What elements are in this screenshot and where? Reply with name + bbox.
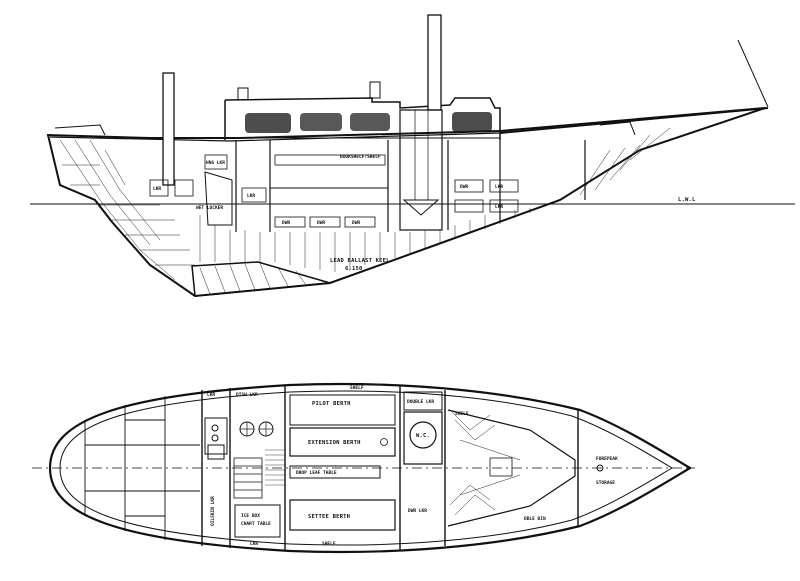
companionway — [204, 171, 233, 226]
bow-structure-hatching — [579, 127, 671, 196]
lkr-bottom-label: LKR — [250, 541, 258, 547]
extension-berth — [289, 427, 396, 457]
cabin-bulkheads — [235, 140, 586, 232]
coachroof — [224, 97, 501, 140]
forepeak-label: FOREPEAK — [596, 456, 618, 462]
hanging-locker-label: HNG LKR — [206, 160, 225, 166]
keel-weight: 6,150 — [345, 266, 363, 272]
stern-pulpit — [54, 124, 106, 136]
dorade-vent-2 — [369, 81, 381, 99]
main-mast-below — [399, 109, 443, 231]
sheer-line — [49, 107, 766, 142]
ice-box-label: ICE BOX — [241, 513, 260, 519]
main-mast — [427, 14, 442, 111]
companionway-steps — [233, 457, 263, 499]
berth-marker — [380, 438, 388, 446]
keel-hatching — [199, 262, 307, 295]
lead-ballast-keel — [191, 261, 331, 297]
v-berth — [447, 409, 576, 527]
bookshelf-label: BOOKSHELF/SHELF — [340, 154, 381, 160]
lkr-top-left-label: LKR — [207, 392, 215, 398]
locker-label-2: LKR — [495, 204, 503, 210]
stern-structure-hatching — [59, 139, 195, 281]
extension-berth-label: EXTENSION BERTH — [308, 440, 361, 446]
keel-label: LEAD BALLAST KEEL — [330, 258, 390, 264]
mizzen-mast — [162, 72, 175, 186]
forward-drawers: DWR LKR LKR — [454, 179, 519, 213]
galley — [204, 417, 274, 460]
bow-pulpit — [599, 121, 636, 136]
settee-berth — [289, 499, 396, 531]
berth-shelf — [274, 154, 386, 166]
hull-outline — [46, 107, 766, 298]
dorade-vent — [237, 87, 249, 101]
chart-table-label: CHART TABLE — [241, 521, 271, 527]
drop-leaf-table — [289, 465, 381, 479]
wet-locker-label: WET LOCKER — [196, 205, 223, 211]
drawer-label-4: DWR — [460, 184, 468, 190]
settee-fronts — [269, 187, 389, 205]
plan-view: ICE BOX CHART TABLE PILOT BERTH EXTENSIO… — [32, 382, 695, 554]
wc-bowl — [409, 421, 437, 449]
dble-bin-label: DBLE BIN — [524, 516, 546, 522]
portlights — [245, 112, 492, 133]
oilskin-lkr-label: OILSKIN LKR — [210, 496, 216, 526]
pilot-berth — [289, 394, 396, 426]
profile-view: L.W.L — [30, 14, 795, 298]
forward-cabin-hatching — [449, 409, 521, 516]
drawer-label-3: DWR — [352, 220, 360, 226]
drop-leaf-table-label: DROP LEAF TABLE — [296, 470, 337, 476]
pilot-berth-label: PILOT BERTH — [312, 401, 351, 407]
forward-sole — [489, 457, 513, 477]
settee-berth-label: SETTEE BERTH — [308, 514, 350, 520]
ice-box — [234, 504, 281, 538]
drawer-row: DWR DWR DWR — [274, 216, 376, 228]
locker-label-4: LKR — [247, 193, 255, 199]
locker-label-3: LKR — [153, 186, 161, 192]
forestay — [737, 39, 769, 108]
anchor-locker-mark — [596, 464, 604, 472]
double-locker — [403, 391, 443, 411]
cabin-sole-grating — [265, 449, 285, 486]
drawer-label-1: DWR — [282, 220, 290, 226]
drawer-label-2: DWR — [317, 220, 325, 226]
double-locker-label: DOUBLE LKR — [407, 399, 434, 405]
dish-lkr-label: DISH LKR — [236, 392, 258, 398]
head-compartment — [403, 411, 443, 465]
plan-bulkheads — [201, 385, 579, 551]
shelf-fwd-label: SHELF — [455, 411, 469, 417]
wc-label: W.C. — [416, 433, 430, 439]
locker-label-1: LKR — [495, 184, 503, 190]
mast-step-detail — [402, 199, 440, 216]
waterline-label: L.W.L — [678, 197, 696, 203]
aft-lockers: LKR LKR HNG LKR — [149, 154, 267, 203]
storage-label: STORAGE — [596, 480, 615, 486]
deck-outline — [48, 382, 693, 554]
cockpit-grid — [84, 396, 200, 540]
shelf-top-label: SHELF — [350, 385, 364, 391]
shelf-bottom-label: SHELF — [322, 541, 336, 547]
deck-inner-outline — [59, 390, 673, 546]
dwr-lkr-label: DWR LKR — [408, 508, 427, 514]
